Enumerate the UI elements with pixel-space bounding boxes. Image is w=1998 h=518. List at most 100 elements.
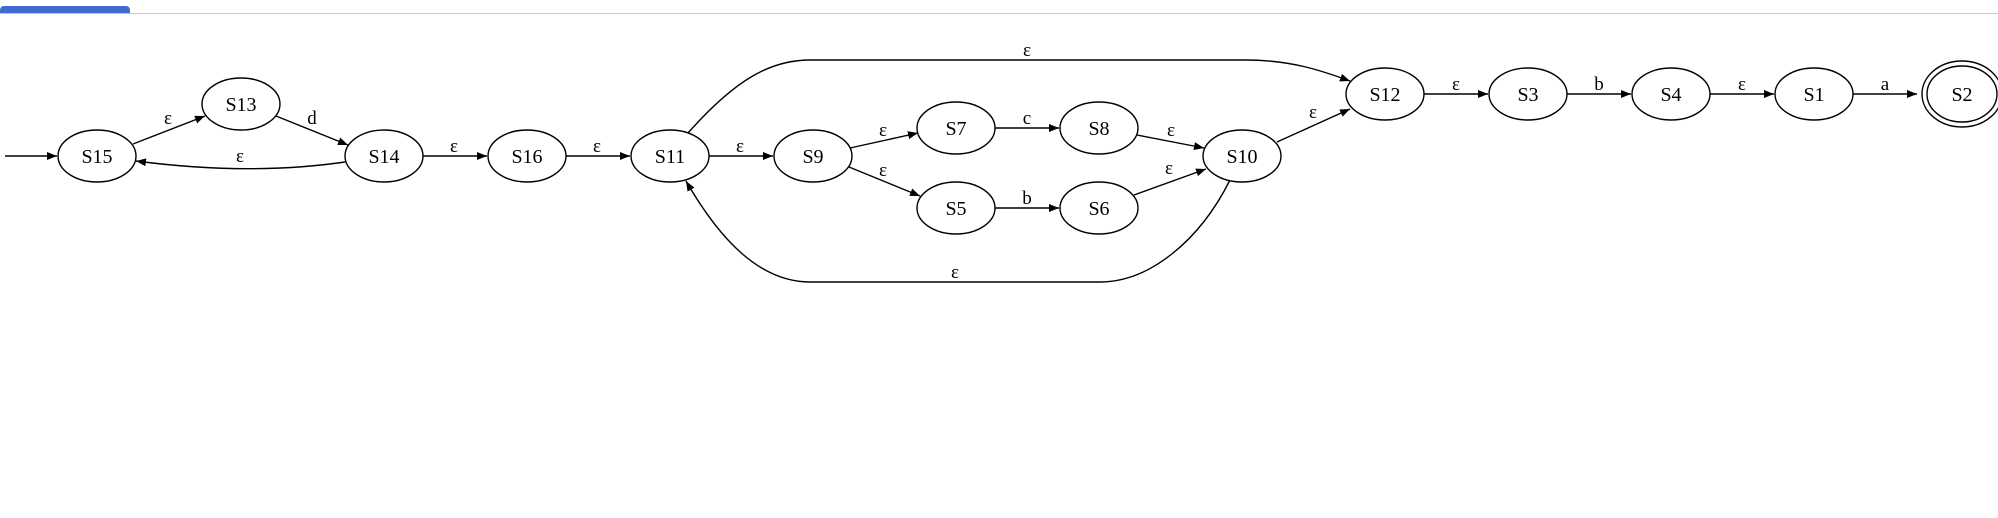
edge-label: ε <box>951 262 959 283</box>
state-node-s16[interactable]: S16 <box>487 129 567 183</box>
state-ellipse <box>1345 67 1425 121</box>
edge-label: c <box>1023 108 1031 129</box>
edge-label: ε <box>450 136 458 157</box>
edge-S1-S2: a <box>1853 74 1917 98</box>
state-node-s3[interactable]: S3 <box>1488 67 1568 121</box>
edge-line <box>849 131 919 149</box>
edge-label: ε <box>736 136 744 157</box>
top-bar <box>0 0 1998 14</box>
edge-label: ε <box>1165 158 1173 179</box>
edge-line <box>1276 108 1351 143</box>
edge-label: a <box>1881 74 1890 95</box>
state-ellipse <box>1921 60 1998 128</box>
state-label: S10 <box>1226 146 1257 168</box>
edge-S4-S1: ε <box>1710 74 1774 98</box>
edge-label: ε <box>1738 74 1746 95</box>
active-tab-indicator[interactable] <box>0 6 130 13</box>
edge-label: b <box>1594 74 1604 95</box>
state-node-s5[interactable]: S5 <box>916 181 996 235</box>
top-divider <box>0 13 1998 14</box>
state-node-s13[interactable]: S13 <box>201 77 281 131</box>
state-node-s11[interactable]: S11 <box>630 129 710 183</box>
state-ellipse <box>630 129 710 183</box>
state-ellipse <box>201 77 281 131</box>
state-ellipse <box>773 129 853 183</box>
edge-S6-S10: ε <box>1133 158 1207 196</box>
edge-S7-S8: c <box>995 108 1059 132</box>
state-label: S4 <box>1660 84 1681 106</box>
state-node-s15[interactable]: S15 <box>57 129 137 183</box>
state-label: S2 <box>1951 84 1972 106</box>
state-node-s7[interactable]: S7 <box>916 101 996 155</box>
state-label: S16 <box>511 146 542 168</box>
edge-line <box>685 179 1231 283</box>
state-ellipse <box>1059 181 1139 235</box>
state-label: S8 <box>1088 118 1109 140</box>
state-ellipse <box>1202 129 1282 183</box>
state-node-s10[interactable]: S10 <box>1202 129 1282 183</box>
edge-line <box>1133 168 1207 196</box>
edge-line <box>132 115 206 145</box>
edge-line <box>1136 134 1205 151</box>
state-ellipse <box>1488 67 1568 121</box>
edge-S13-S14: d <box>275 108 349 146</box>
edge-S16-S11: ε <box>566 136 630 160</box>
state-ellipse <box>1774 67 1854 121</box>
edge-label: ε <box>164 108 172 129</box>
edge-label: ε <box>1309 102 1317 123</box>
edge-S11-S9: ε <box>709 136 773 160</box>
state-ellipse <box>916 181 996 235</box>
state-ellipse <box>1059 101 1139 155</box>
state-label: S14 <box>368 146 399 168</box>
state-label: S11 <box>655 146 685 168</box>
edge-line <box>848 166 921 197</box>
state-node-s12[interactable]: S12 <box>1345 67 1425 121</box>
edge-label: b <box>1022 188 1032 209</box>
state-ellipse <box>344 129 424 183</box>
state-node-s9[interactable]: S9 <box>773 129 853 183</box>
state-label: S9 <box>802 146 823 168</box>
state-label: S7 <box>945 118 966 140</box>
edge-label: ε <box>1452 74 1460 95</box>
edge-label: ε <box>1023 40 1031 61</box>
state-node-s14[interactable]: S14 <box>344 129 424 183</box>
state-node-s8[interactable]: S8 <box>1059 101 1139 155</box>
edge-label: ε <box>1167 120 1175 141</box>
state-label: S6 <box>1088 198 1109 220</box>
edge-label: ε <box>236 146 244 167</box>
edge-S12-S3: ε <box>1424 74 1488 98</box>
edge-S10-S11: ε <box>685 179 1231 283</box>
edge-label: ε <box>879 160 887 181</box>
edge-S14-S15: ε <box>135 146 346 170</box>
edge-S15-S13: ε <box>132 108 206 145</box>
edge-S9-S5: ε <box>848 160 921 197</box>
state-node-s6[interactable]: S6 <box>1059 181 1139 235</box>
state-node-s2[interactable]: S2 <box>1921 60 1998 128</box>
state-node-s4[interactable]: S4 <box>1631 67 1711 121</box>
edge-S10-S12: ε <box>1276 102 1351 143</box>
edge-line <box>687 59 1351 134</box>
state-ellipse <box>916 101 996 155</box>
state-label: S5 <box>945 198 966 220</box>
state-node-s1[interactable]: S1 <box>1774 67 1854 121</box>
edge-line <box>275 115 349 146</box>
state-label: S15 <box>81 146 112 168</box>
edge-S11-S12: ε <box>687 40 1351 134</box>
edge-line <box>135 158 346 170</box>
state-label: S12 <box>1369 84 1400 106</box>
state-label: S3 <box>1517 84 1538 106</box>
edge-label: ε <box>879 120 887 141</box>
state-label: S13 <box>225 94 256 116</box>
edge-label: d <box>307 108 317 129</box>
state-ellipse <box>57 129 137 183</box>
edge-S9-S7: ε <box>849 120 919 149</box>
state-ellipse <box>1631 67 1711 121</box>
edge-S8-S10: ε <box>1136 120 1205 151</box>
edge-label: ε <box>593 136 601 157</box>
state-ellipse <box>487 129 567 183</box>
accepting-inner-ellipse <box>1926 65 1998 123</box>
state-label: S1 <box>1803 84 1824 106</box>
edge-S5-S6: b <box>995 188 1059 212</box>
edge-S3-S4: b <box>1567 74 1631 98</box>
